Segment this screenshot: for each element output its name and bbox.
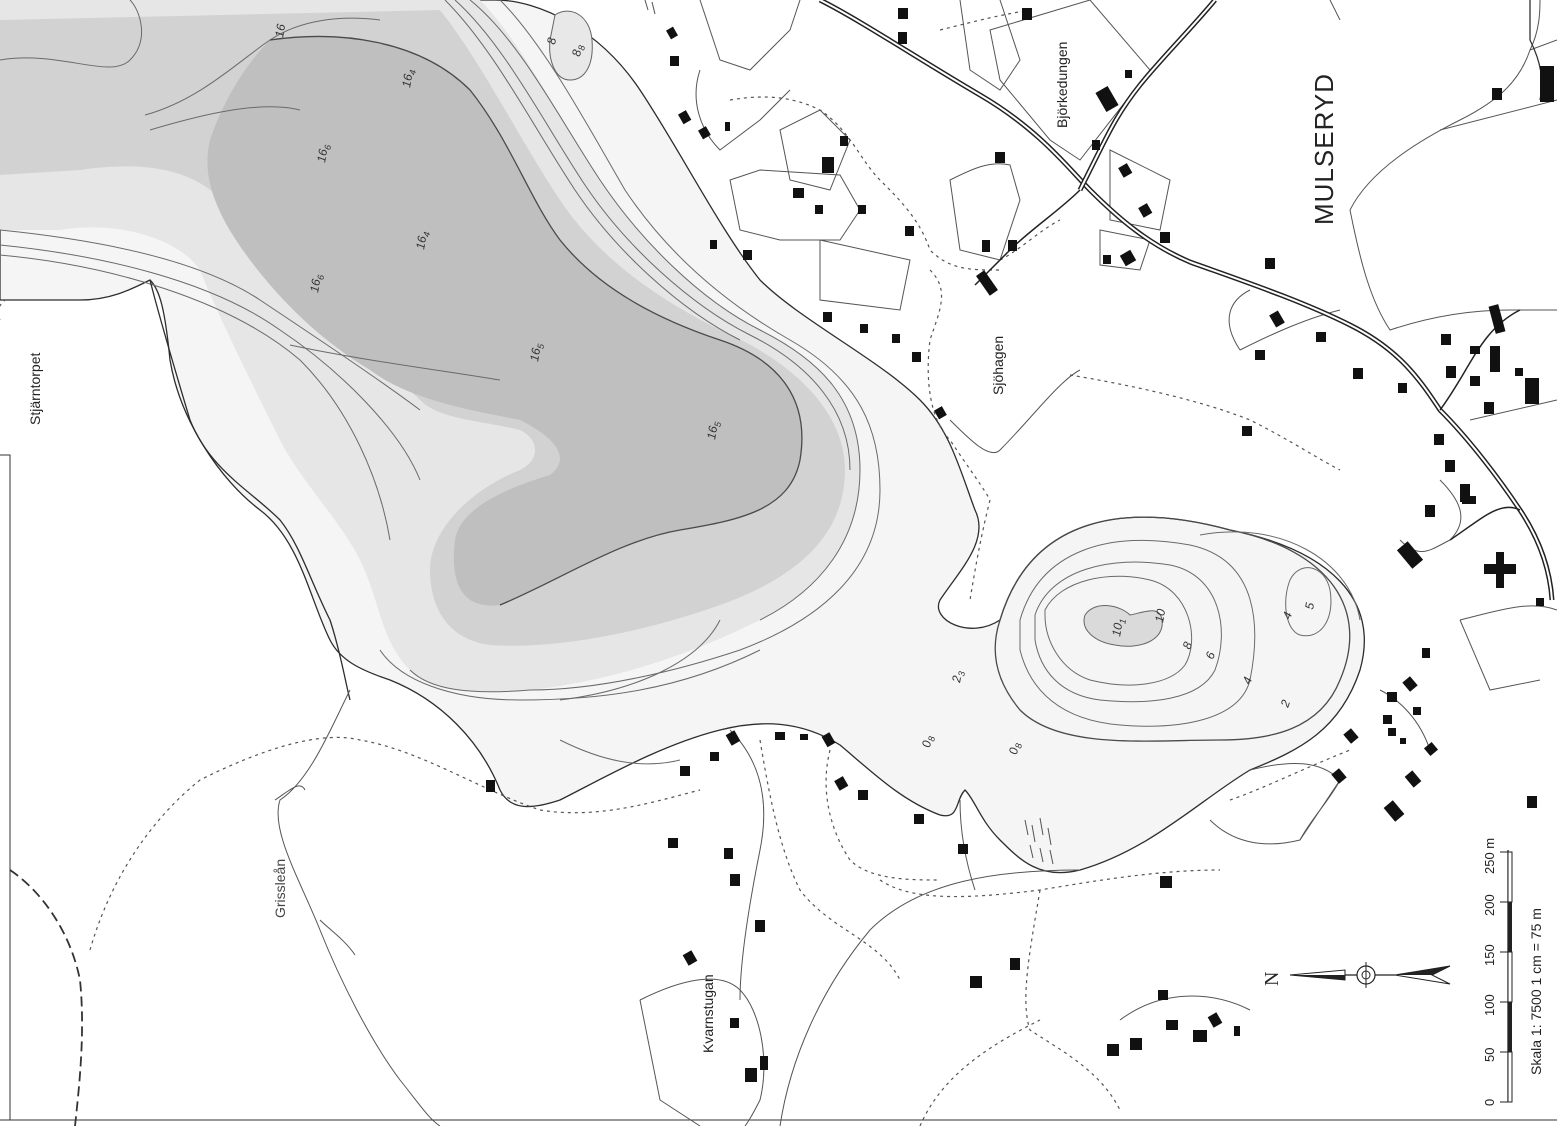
basin-contour-6 xyxy=(1034,561,1222,703)
stream-grisslean xyxy=(277,689,441,1126)
depth-label-value: 8 xyxy=(544,36,559,45)
depth-label-decimal: 5 xyxy=(712,420,723,428)
depth-label-value: 8 xyxy=(1180,640,1196,651)
depth-label: 23 xyxy=(949,670,967,685)
depth-label: 166 xyxy=(307,273,326,294)
branch-road xyxy=(1077,0,1217,192)
scale-bar: 0 50 100 150 200 250 m Skala 1: 7500 1 c… xyxy=(1482,838,1544,1106)
depth-label-value: 0 xyxy=(919,739,934,748)
main-road xyxy=(818,0,1555,601)
scale-tick-50: 50 xyxy=(1482,1048,1497,1062)
label-mulseryd: MULSERYD xyxy=(1309,73,1339,225)
depth-label-value: 16 xyxy=(704,425,720,441)
scale-tick-250: 250 m xyxy=(1482,838,1497,874)
marsh-symbol xyxy=(644,0,1054,865)
depth-label-decimal: 4 xyxy=(407,69,418,76)
depth-label-value: 16 xyxy=(314,148,330,164)
small-basin-5 xyxy=(1285,567,1332,637)
depth-label-value: 0 xyxy=(1006,746,1021,755)
depth-label-decimal: 4 xyxy=(421,231,432,238)
depth-label: 4 xyxy=(1240,675,1256,686)
lake-water xyxy=(0,0,1365,874)
depth-label-value: 2 xyxy=(949,674,964,684)
depth-label-value: 8 xyxy=(569,48,584,57)
depth-label: 165 xyxy=(704,419,723,441)
depth-label: 5 xyxy=(1302,601,1317,610)
depth-label-value: 16 xyxy=(527,347,543,363)
depth-label-value: 16 xyxy=(272,23,288,39)
basin-contour-2 xyxy=(994,516,1351,742)
basin-contour-8 xyxy=(1044,575,1192,686)
depth-label: 10 xyxy=(1152,608,1168,624)
depth-label-value: 10 xyxy=(1152,608,1168,624)
depth-label: 8 xyxy=(1180,640,1196,651)
scale-tick-150: 150 xyxy=(1482,944,1497,966)
depth-label: 8 xyxy=(544,36,559,45)
basin-contour-10 xyxy=(1083,605,1163,647)
depth-label-value: 5 xyxy=(1302,601,1317,610)
depth-label: 08 xyxy=(919,735,937,749)
depth-label-value: 6 xyxy=(1203,650,1219,661)
depth-label: 165 xyxy=(527,341,546,363)
scale-caption: Skala 1: 7500 1 cm = 75 m xyxy=(1528,908,1544,1075)
depth-label-value: 4 xyxy=(1240,675,1256,686)
depth-label-decimal: 6 xyxy=(315,274,326,281)
depth-label: 16 xyxy=(272,23,288,39)
label-bjorkedungen: Björkedungen xyxy=(1054,42,1070,128)
depth-label-decimal: 1 xyxy=(1117,618,1128,625)
scale-tick-100: 100 xyxy=(1482,994,1497,1016)
label-sjohagen: Sjöhagen xyxy=(990,336,1006,395)
depth-label: 166 xyxy=(314,143,333,164)
north-label: N xyxy=(1261,972,1283,986)
municipal-border xyxy=(9,869,83,1126)
depth-label-decimal: 8 xyxy=(1013,743,1024,750)
place-labels: Stjärntorpet Björkedungen MULSERYD Sjöha… xyxy=(27,42,1339,1053)
depth-label: 164 xyxy=(399,68,418,89)
depth-label-decimal: 3 xyxy=(956,671,967,678)
depth-label-value: 16 xyxy=(399,73,415,89)
depth-label: 6 xyxy=(1203,650,1219,661)
basin-contour-4 xyxy=(1019,539,1256,727)
depth-label: 88 xyxy=(569,44,587,58)
label-grisslean: Grissleån xyxy=(272,859,288,918)
label-stjarntorpet: Stjärntorpet xyxy=(27,353,43,425)
depth-label: 164 xyxy=(413,230,432,251)
depth-label-decimal: 6 xyxy=(322,144,333,151)
north-arrow: N xyxy=(1261,962,1451,988)
label-kvarnstugan: Kvarnstugan xyxy=(700,974,716,1053)
depth-label: 4 xyxy=(1280,610,1296,621)
depth-label: 101 xyxy=(1109,617,1128,638)
lake-small-basin xyxy=(549,10,593,81)
depth-label-decimal: 8 xyxy=(926,736,937,743)
depth-label: 08 xyxy=(1006,742,1024,756)
depth-label-decimal: 5 xyxy=(535,342,546,350)
depth-label-decimal: 8 xyxy=(576,45,587,52)
buildings xyxy=(486,8,1554,1082)
depth-label-value: 4 xyxy=(1280,610,1296,621)
lake-deepest-area xyxy=(207,36,802,606)
depth-label-value: 16 xyxy=(307,278,323,294)
depth-label-value: 10 xyxy=(1109,622,1125,638)
scale-tick-0: 0 xyxy=(1482,1099,1497,1106)
scale-tick-200: 200 xyxy=(1482,894,1497,916)
depth-label-value: 16 xyxy=(413,235,429,251)
